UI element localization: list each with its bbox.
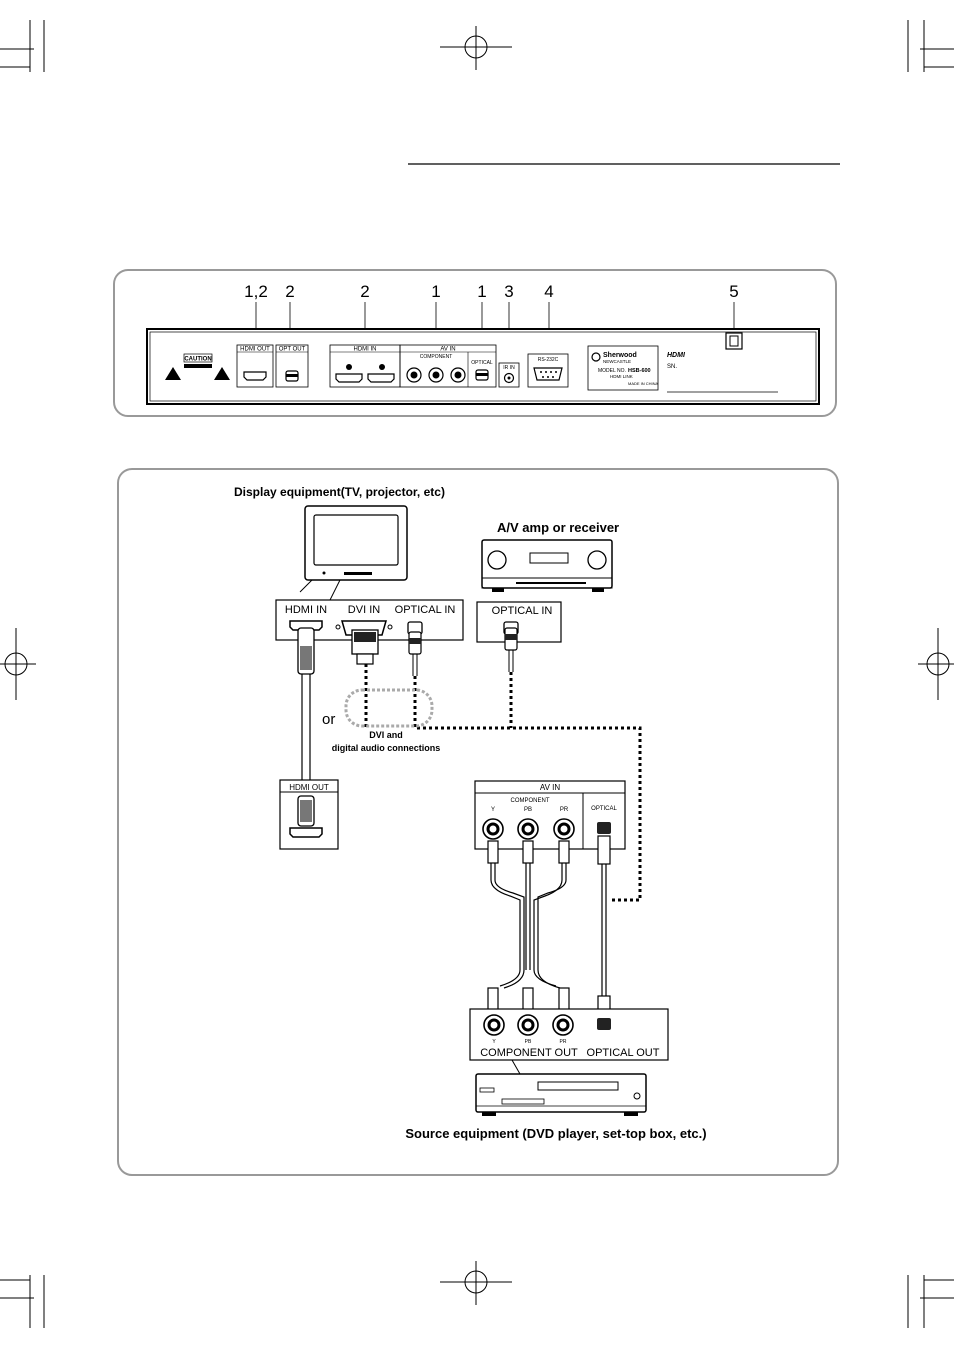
tv-illustration xyxy=(299,505,408,601)
callout-1-2: 1,2 xyxy=(244,282,268,301)
svg-text:NEWCASTLE: NEWCASTLE xyxy=(603,359,631,364)
serial-label: SN. xyxy=(667,364,677,370)
registration-target-left xyxy=(0,628,36,700)
svg-text:OPTICAL OUT: OPTICAL OUT xyxy=(587,1047,660,1059)
dvi-plug xyxy=(351,629,379,665)
opt-out-port-group: OPT OUT xyxy=(275,344,309,388)
svg-text:HDMI OUT: HDMI OUT xyxy=(289,783,329,792)
svg-text:PR: PR xyxy=(560,1039,567,1045)
optical-cable xyxy=(597,835,611,1017)
svg-text:COMPONENT: COMPONENT xyxy=(511,798,550,804)
hdmi-out-port-group: HDMI OUT xyxy=(236,344,274,388)
svg-text:PB: PB xyxy=(525,1039,532,1045)
unit-hdmi-out-box: HDMI OUT xyxy=(279,779,339,850)
callout-5: 5 xyxy=(729,282,738,301)
svg-text:PR: PR xyxy=(560,807,569,813)
caution-label: CAUTION xyxy=(165,353,230,380)
svg-text:Y: Y xyxy=(491,807,495,813)
svg-text:HDMI IN: HDMI IN xyxy=(354,347,377,353)
svg-text:Y: Y xyxy=(492,1039,496,1045)
rear-panel-callouts: 1,2 2 2 1 1 3 4 5 xyxy=(244,282,739,301)
amp-optical-plug xyxy=(504,627,518,672)
source-output-panel: Y PB PR COMPONENT OUT OPTICAL OUT xyxy=(469,1008,669,1075)
source-equipment-title: Source equipment (DVD player, set-top bo… xyxy=(405,1126,706,1141)
model-label-plate: Sherwood NEWCASTLE MODEL NO. HSB-600 HDM… xyxy=(587,345,659,391)
av-amp-title: A/V amp or receiver xyxy=(497,520,619,535)
svg-text:MADE IN CHINA: MADE IN CHINA xyxy=(628,381,659,386)
dvi-audio-group-outline xyxy=(344,688,434,728)
display-equipment-title: Display equipment(TV, projector, etc) xyxy=(234,485,445,499)
dotted-connections xyxy=(364,664,642,902)
callout-4: 4 xyxy=(544,282,553,301)
av-amp-illustration xyxy=(481,539,613,592)
svg-text:HDMI IN: HDMI IN xyxy=(285,604,327,616)
svg-text:COMPONENT OUT: COMPONENT OUT xyxy=(480,1047,578,1059)
component-cables xyxy=(487,840,570,1011)
svg-text:HDMI OUT: HDMI OUT xyxy=(240,347,270,353)
callout-3: 3 xyxy=(504,282,513,301)
power-inlet xyxy=(725,332,743,350)
crop-marks xyxy=(0,20,954,1328)
svg-text:AV IN: AV IN xyxy=(540,783,561,792)
svg-text:DVI IN: DVI IN xyxy=(348,604,380,616)
svg-text:AV IN: AV IN xyxy=(440,347,455,353)
svg-text:OPTICAL: OPTICAL xyxy=(471,360,493,366)
svg-text:HDMI LINK: HDMI LINK xyxy=(610,374,633,379)
rear-panel: CAUTION HDMI OUT OPT OUT HDMI IN xyxy=(146,328,820,405)
registration-target-right xyxy=(918,628,954,700)
hdmi-logo: HDMI xyxy=(667,352,686,359)
svg-text:PB: PB xyxy=(524,807,532,813)
display-input-panel: HDMI IN DVI IN OPTICAL IN xyxy=(275,599,464,641)
dvi-note-line2: digital audio connections xyxy=(332,743,441,753)
svg-text:OPT OUT: OPT OUT xyxy=(279,347,306,353)
ir-in-port-group: IR IN xyxy=(498,362,520,388)
display-optical-plug xyxy=(408,631,422,676)
callout-1a: 1 xyxy=(431,282,440,301)
svg-text:Sherwood: Sherwood xyxy=(603,352,637,359)
callout-2b: 2 xyxy=(360,282,369,301)
dvi-note-line1: DVI and xyxy=(369,730,403,740)
svg-text:OPTICAL IN: OPTICAL IN xyxy=(492,605,553,617)
callout-1b: 1 xyxy=(477,282,486,301)
or-label: or xyxy=(322,711,335,728)
amp-input-panel: OPTICAL IN xyxy=(476,601,562,643)
svg-text:OPTICAL IN: OPTICAL IN xyxy=(395,604,456,616)
registration-target-bottom xyxy=(440,1261,512,1305)
av-in-port-group: AV IN COMPONENT OPTICAL xyxy=(399,344,497,388)
registration-target-top xyxy=(440,26,512,70)
svg-text:OPTICAL: OPTICAL xyxy=(591,806,617,812)
callout-2a: 2 xyxy=(285,282,294,301)
svg-text:IR IN: IR IN xyxy=(503,365,515,371)
svg-text:RS-232C: RS-232C xyxy=(538,357,559,363)
rs232c-port-group: RS-232C xyxy=(527,353,569,388)
svg-text:HSB-600: HSB-600 xyxy=(628,368,651,374)
svg-text:CAUTION: CAUTION xyxy=(184,357,211,363)
svg-text:COMPONENT: COMPONENT xyxy=(420,354,453,360)
svg-text:MODEL NO.: MODEL NO. xyxy=(598,368,626,374)
dvd-player-illustration xyxy=(475,1073,647,1116)
